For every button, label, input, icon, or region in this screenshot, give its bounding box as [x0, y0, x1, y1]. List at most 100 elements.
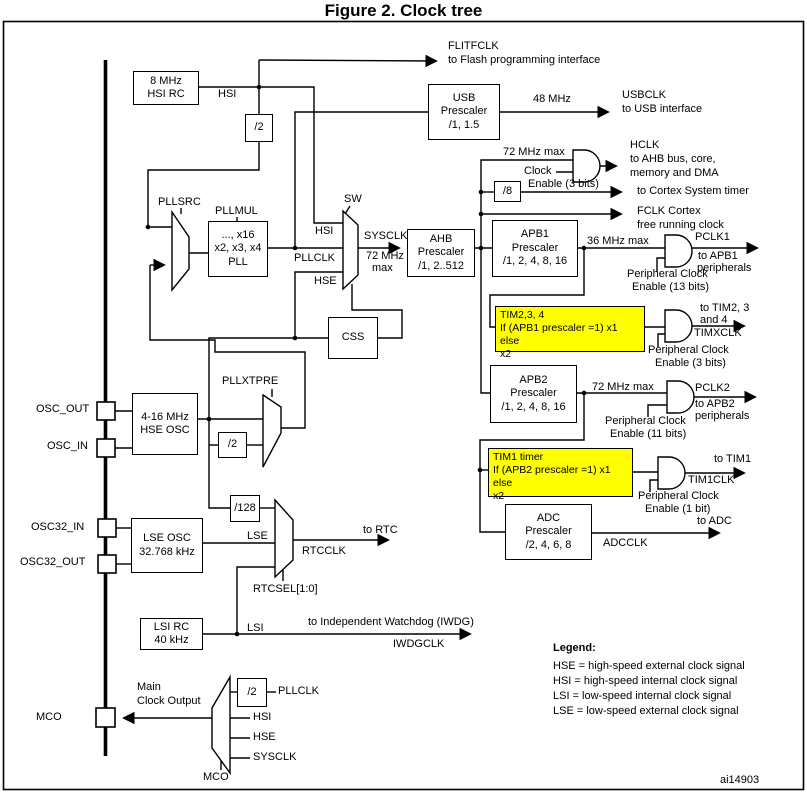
hclk-max-label: 72 MHz max — [503, 146, 565, 158]
tim1-dest-label: to TIM1 — [714, 453, 752, 465]
sw-mux — [342, 209, 359, 291]
hclk-dest-label-2: memory and DMA — [630, 167, 719, 179]
lse-osc-box: LSE OSC 32.768 kHz — [131, 518, 203, 573]
tim234-note-box: TIM2,3, 4 If (APB1 prescaler =1) x1 else… — [495, 306, 645, 360]
lsi-label: LSI — [247, 622, 264, 634]
adcclk-label: ADCCLK — [603, 537, 648, 549]
tim2-dest-label-2: and 4 — [700, 314, 728, 326]
pllxtpre-label: PLLXTPRE — [222, 375, 279, 387]
mco-div2-box: /2 — [237, 678, 267, 707]
sw-in-hsi-label: HSI — [315, 225, 334, 237]
pce11-label-1: Peripheral Clock — [605, 415, 686, 427]
pclk2-gate — [666, 380, 695, 414]
rtcsel-mux — [274, 498, 294, 579]
legend-title: Legend: — [553, 642, 596, 654]
sysclk-label: SYSCLK — [364, 230, 408, 242]
pce13-label-2: Enable (13 bits) — [632, 281, 710, 293]
figure-title: Figure 2. Clock tree — [324, 1, 483, 20]
css-box: CSS — [328, 317, 378, 359]
legend-item-lsi: LSI = low-speed internal clock signal — [553, 690, 732, 702]
pce3-label-2: Enable (3 bits) — [655, 357, 726, 369]
figure-id-watermark: ai14903 — [720, 774, 760, 786]
apb1-prescaler-box: APB1 Prescaler /1, 2, 4, 8, 16 — [492, 220, 578, 277]
hse-osc-box: 4-16 MHz HSE OSC — [132, 393, 198, 455]
osc-in-label: OSC_IN — [47, 440, 88, 452]
rtcclk-label: RTCCLK — [302, 545, 346, 557]
osc-in-pin — [96, 438, 116, 458]
pclk1-label: PCLK1 — [695, 231, 730, 243]
figure-border — [2, 20, 805, 791]
pce3-label-1: Peripheral Clock — [648, 344, 729, 356]
mco-in-hse-label: HSE — [253, 731, 276, 743]
pclk1-dest-label-2: peripherals — [697, 262, 752, 274]
pllsrc-mux — [171, 209, 190, 292]
junction-dots — [145, 84, 587, 637]
legend-item-lse: LSE = low-speed external clock signal — [553, 705, 739, 717]
wires — [115, 54, 759, 770]
osc-out-label: OSC_OUT — [36, 403, 90, 415]
osc32-in-pin — [97, 518, 117, 538]
pce11-label-2: Enable (11 bits) — [610, 428, 687, 440]
apb2-max-label: 72 MHz max — [592, 381, 654, 393]
adc-dest-label: to ADC — [697, 515, 732, 527]
mco-main-label-1: Main — [137, 681, 161, 693]
ahb-prescaler-box: AHB Prescaler /1, 2..512 — [407, 229, 475, 277]
osc32-in-label: OSC32_IN — [31, 521, 85, 533]
hsi-label: HSI — [218, 88, 237, 100]
pllmul-label: PLLMUL — [215, 205, 258, 217]
pce1-label-1: Peripheral Clock — [638, 490, 719, 502]
hclk-dest-label-1: to AHB bus, core, — [630, 153, 716, 165]
pce13-label-1: Peripheral Clock — [627, 268, 708, 280]
mco-mux — [211, 674, 231, 776]
div128-box: /128 — [230, 495, 260, 522]
sw-label: SW — [344, 193, 362, 205]
tim1clk-gate — [657, 456, 686, 490]
legend: Legend: HSE = high-speed external clock … — [553, 641, 745, 719]
osc32-out-label: OSC32_OUT — [20, 556, 86, 568]
iwdg-dest-label: to Independent Watchdog (IWDG) — [308, 616, 474, 628]
tim1clk-label: TIM1CLK — [688, 474, 735, 486]
sw-in-hse-label: HSE — [314, 275, 337, 287]
hclk-label: HCLK — [630, 139, 660, 151]
pclk1-dest-label-1: to APB1 — [698, 250, 738, 262]
mco-mux-label: MCO — [203, 771, 229, 783]
pclk2-dest-label-1: to APB2 — [695, 398, 735, 410]
pce1-label-2: Enable (1 bit) — [645, 503, 711, 515]
lse-label: LSE — [247, 530, 268, 542]
mco-in-sysclk-label: SYSCLK — [253, 751, 297, 763]
lsi-rc-box: LSI RC 40 kHz — [140, 618, 203, 650]
mux-shapes — [171, 209, 359, 776]
mco-in-pllclk-label: PLLCLK — [278, 685, 319, 697]
pll-box: ..., x16 x2, x3, x4 PLL — [208, 221, 268, 277]
mco-pin-label: MCO — [36, 711, 62, 723]
mco-pin-square — [95, 707, 116, 728]
mco-main-label-2: Clock Output — [137, 695, 201, 707]
hclk-gate — [572, 149, 601, 183]
timxclk-label: TIMXCLK — [694, 327, 742, 339]
clock-gates — [572, 149, 695, 490]
adc-prescaler-box: ADC Prescaler /2, 4, 6, 8 — [505, 504, 592, 560]
pclk1-gate — [664, 234, 693, 268]
sysclk-max-label-1: 72 MHz — [366, 250, 404, 262]
tim2-dest-label-1: to TIM2, 3 — [700, 302, 750, 314]
cortex-timer-label: to Cortex System timer — [637, 185, 749, 197]
div8-box: /8 — [494, 181, 521, 202]
apb2-prescaler-box: APB2 Prescaler /1, 2, 4, 8, 16 — [490, 365, 577, 423]
usb-prescaler-box: USB Prescaler /1, 1.5 — [428, 84, 500, 140]
hsi-div2-box: /2 — [245, 114, 273, 142]
48mhz-label: 48 MHz — [533, 93, 571, 105]
sysclk-max-label-2: max — [372, 262, 393, 274]
fclk-label-2: free running clock — [637, 219, 724, 231]
rtcsel-label: RTCSEL[1:0] — [253, 583, 318, 595]
pllclk-label: PLLCLK — [294, 252, 335, 264]
tim1-note-box: TIM1 timer If (APB2 prescaler =1) x1 els… — [488, 448, 633, 502]
clock-enable-label-1: Clock — [524, 165, 552, 177]
hsi-rc-box: 8 MHz HSI RC — [133, 71, 199, 105]
rtc-dest-label: to RTC — [363, 524, 398, 536]
flitfclk-label: FLITFCLK — [448, 40, 499, 52]
pclk2-label: PCLK2 — [695, 382, 730, 394]
mco-in-hsi-label: HSI — [253, 711, 272, 723]
usbclk-dest-label: to USB interface — [622, 103, 703, 115]
